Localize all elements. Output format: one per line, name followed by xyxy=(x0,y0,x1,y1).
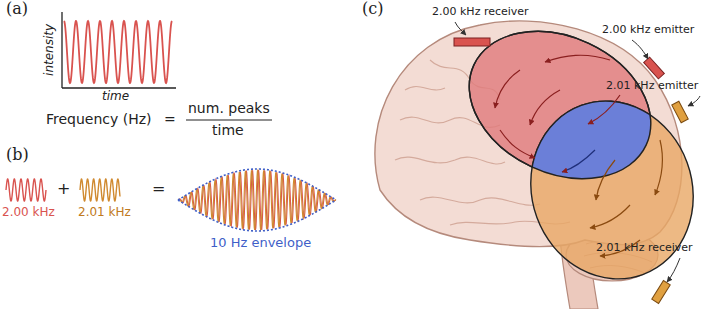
text-label: time xyxy=(212,122,244,138)
sine-wave xyxy=(6,179,46,201)
text-label: + xyxy=(57,180,70,198)
text-label: 2.00 kHz xyxy=(2,206,55,220)
text-label: = xyxy=(164,111,176,127)
blue-overlap-region xyxy=(506,78,715,302)
text-label: (a) xyxy=(6,0,28,18)
text-label: 2.01 kHz emitter xyxy=(606,80,698,93)
emitter-pad xyxy=(672,101,688,122)
text-label: intensity xyxy=(43,24,57,76)
x-axis xyxy=(62,87,176,88)
red-flow-arrows xyxy=(495,55,620,158)
sine-wave xyxy=(64,21,172,83)
orange-flow-arrows xyxy=(590,140,662,256)
leader-arrow xyxy=(667,258,680,282)
blue-flow-arrows xyxy=(562,150,595,172)
text-label: time xyxy=(102,90,129,104)
beat-wave xyxy=(178,170,336,230)
flow-arrow xyxy=(588,95,620,124)
y-axis xyxy=(61,12,62,88)
text-label: (b) xyxy=(6,146,29,164)
flow-arrow xyxy=(562,150,595,172)
text-label: = xyxy=(152,180,165,198)
sine-wave xyxy=(80,179,120,201)
fraction-bar xyxy=(186,119,272,120)
leader-arrow xyxy=(632,40,648,59)
receiver-pad xyxy=(454,38,490,46)
flow-arrow xyxy=(545,55,610,62)
leader-arrows xyxy=(455,22,700,282)
flow-arrow xyxy=(530,90,560,125)
emitter-pad xyxy=(644,57,665,79)
flow-arrow xyxy=(596,160,615,200)
receiver-pad xyxy=(652,281,670,304)
text-label: (c) xyxy=(362,0,383,18)
leader-arrow xyxy=(688,96,700,106)
envelope-curve xyxy=(178,169,336,200)
text-label: 2.01 kHz xyxy=(78,206,131,220)
envelope-curve xyxy=(178,200,336,231)
text-label: 2.00 kHz receiver xyxy=(432,6,529,19)
flow-arrow xyxy=(590,205,630,228)
text-label: num. peaks xyxy=(188,100,270,116)
text-label: 2.01 kHz receiver xyxy=(596,242,693,255)
text-label: 10 Hz envelope xyxy=(210,236,311,251)
text-label: Frequency (Hz) xyxy=(46,111,152,127)
orange-region xyxy=(506,78,715,302)
flow-arrow xyxy=(495,70,520,108)
flow-arrow xyxy=(655,140,662,195)
beat-wave xyxy=(178,170,336,230)
leader-arrow xyxy=(455,22,466,35)
text-label: 2.00 kHz emitter xyxy=(602,24,694,37)
flow-arrow xyxy=(500,130,535,158)
overlap-group xyxy=(506,78,715,302)
